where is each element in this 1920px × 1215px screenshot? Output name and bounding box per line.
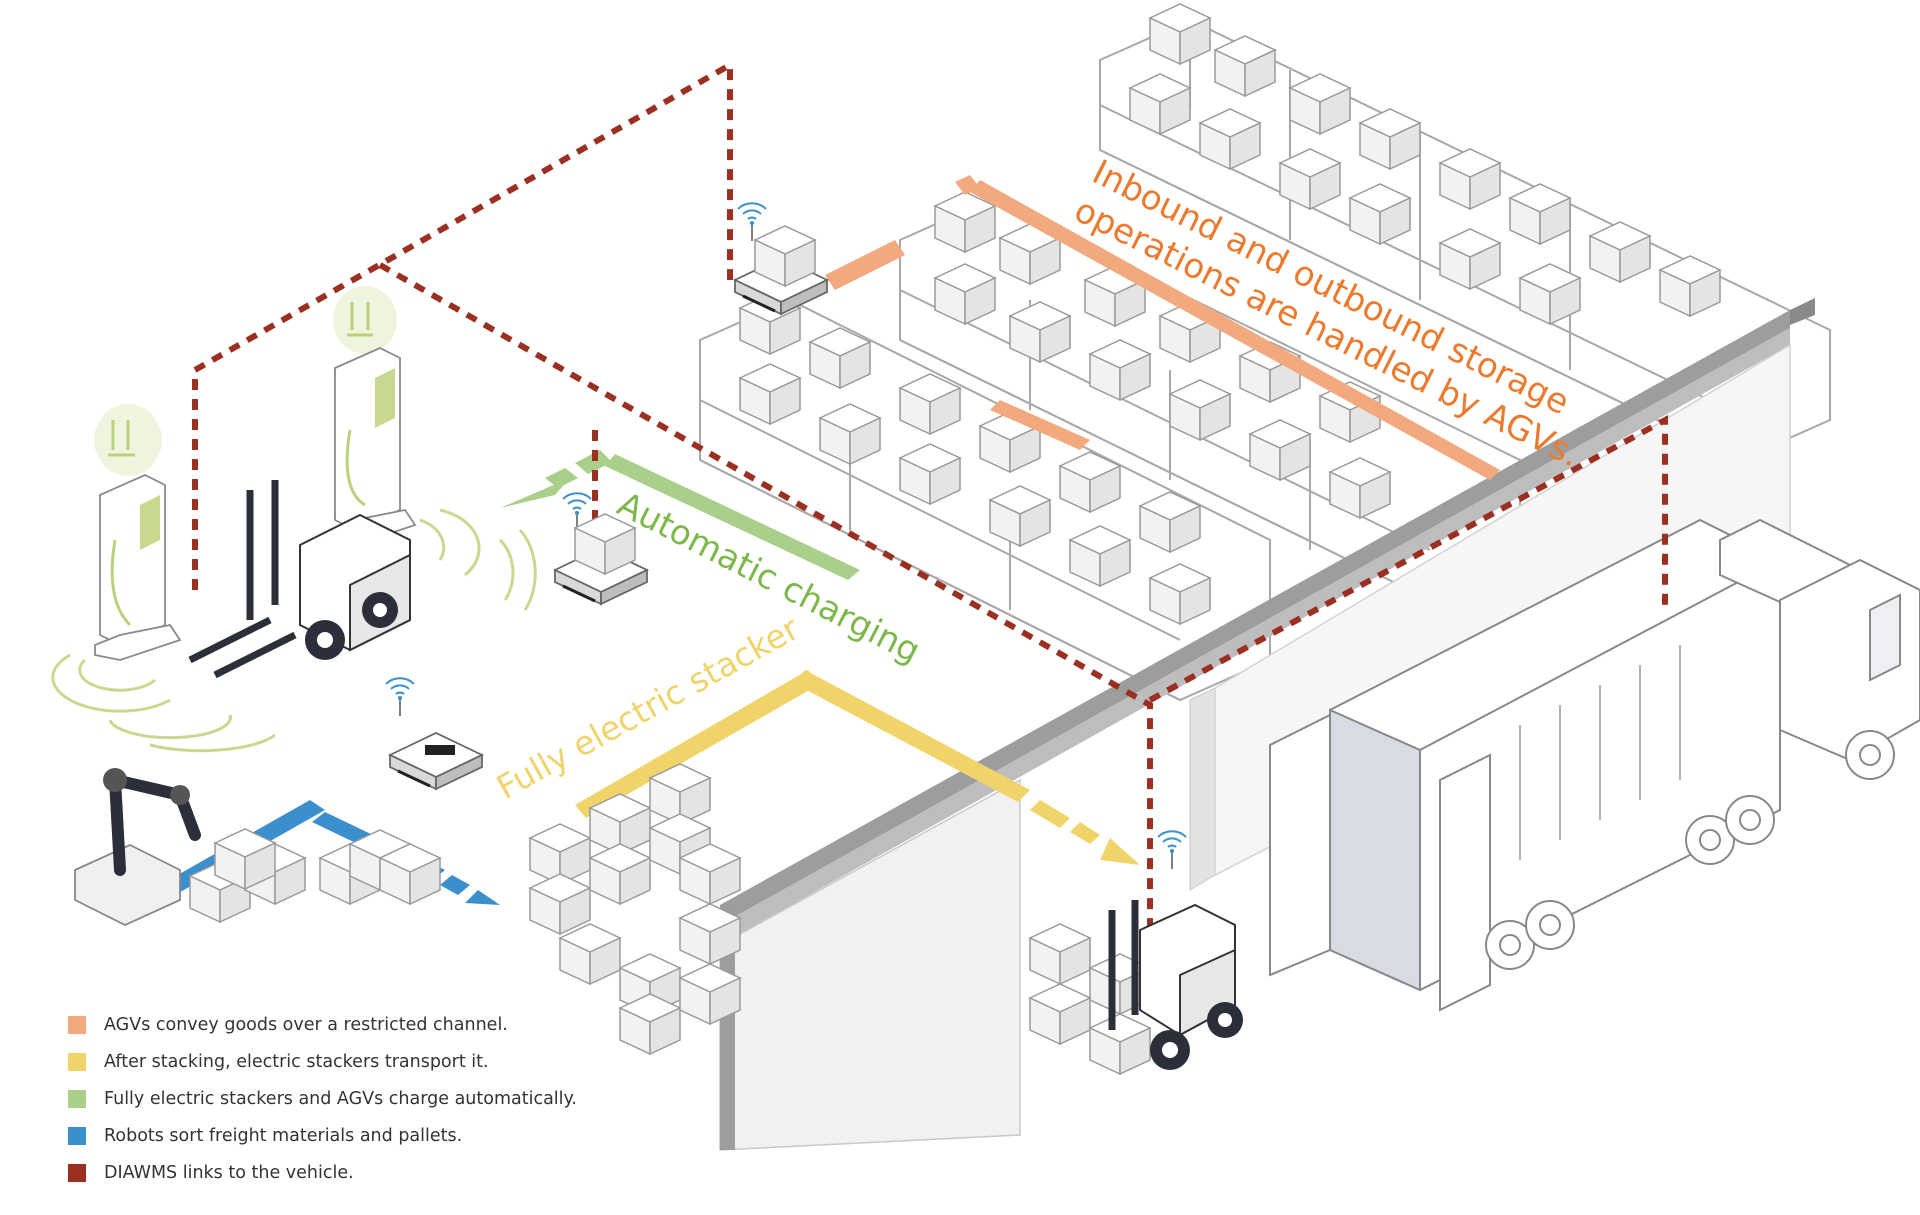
legend-swatch-red	[68, 1163, 86, 1182]
charging-stations	[51, 286, 537, 753]
stacker-path-yellow	[575, 670, 1140, 865]
legend-swatch-orange	[68, 1015, 86, 1034]
legend-text: After stacking, electric stackers transp…	[104, 1051, 489, 1072]
legend-swatch-yellow	[68, 1052, 86, 1071]
charging-path-green	[500, 450, 860, 580]
label-inbound-line2: operations are handled by AGVs.	[1068, 190, 1586, 475]
legend-text: Fully electric stackers and AGVs charge …	[104, 1088, 577, 1109]
robot-arm	[74, 768, 306, 926]
legend: AGVs convey goods over a restricted chan…	[68, 1006, 628, 1191]
legend-item-diawms: DIAWMS links to the vehicle.	[68, 1154, 628, 1191]
forklift-charging	[188, 480, 411, 679]
legend-text: Robots sort freight materials and pallet…	[104, 1125, 463, 1146]
legend-item-agv-channel: AGVs convey goods over a restricted chan…	[68, 1006, 628, 1043]
legend-swatch-green	[68, 1089, 86, 1108]
legend-item-auto-charge: Fully electric stackers and AGVs charge …	[68, 1080, 628, 1117]
legend-swatch-blue	[68, 1126, 86, 1145]
truck	[1269, 518, 1920, 1012]
diawms-links	[192, 59, 1668, 1000]
legend-item-robots-sort: Robots sort freight materials and pallet…	[68, 1117, 628, 1154]
legend-item-electric-stackers: After stacking, electric stackers transp…	[68, 1043, 628, 1080]
agv-top	[733, 202, 829, 316]
legend-text: AGVs convey goods over a restricted chan…	[104, 1014, 508, 1035]
agv-empty	[385, 677, 484, 791]
legend-text: DIAWMS links to the vehicle.	[104, 1162, 354, 1183]
forklift-dock	[1029, 830, 1243, 1075]
agv-channel-orange	[825, 175, 1500, 480]
